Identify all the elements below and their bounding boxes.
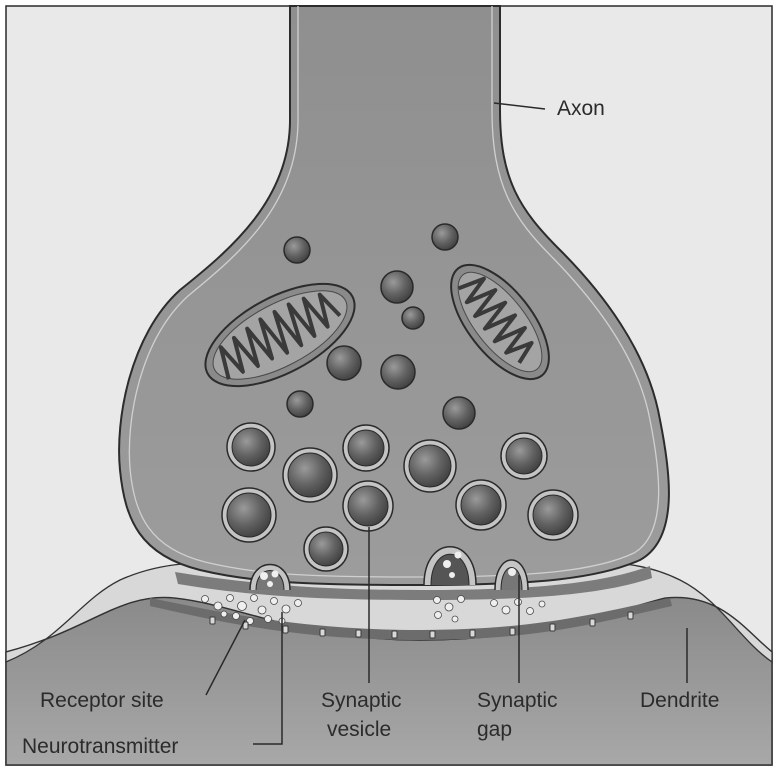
label-synaptic-gap-line2: gap xyxy=(477,717,512,742)
label-synaptic-vesicle-line1: Synaptic xyxy=(321,688,402,713)
label-axon: Axon xyxy=(557,96,605,121)
label-synaptic-gap-line1: Synaptic xyxy=(477,688,558,713)
label-synaptic-vesicle-line2: vesicle xyxy=(327,717,391,742)
label-neurotransmitter: Neurotransmitter xyxy=(22,734,178,759)
label-dendrite: Dendrite xyxy=(640,688,719,713)
label-receptor-site: Receptor site xyxy=(40,688,164,713)
